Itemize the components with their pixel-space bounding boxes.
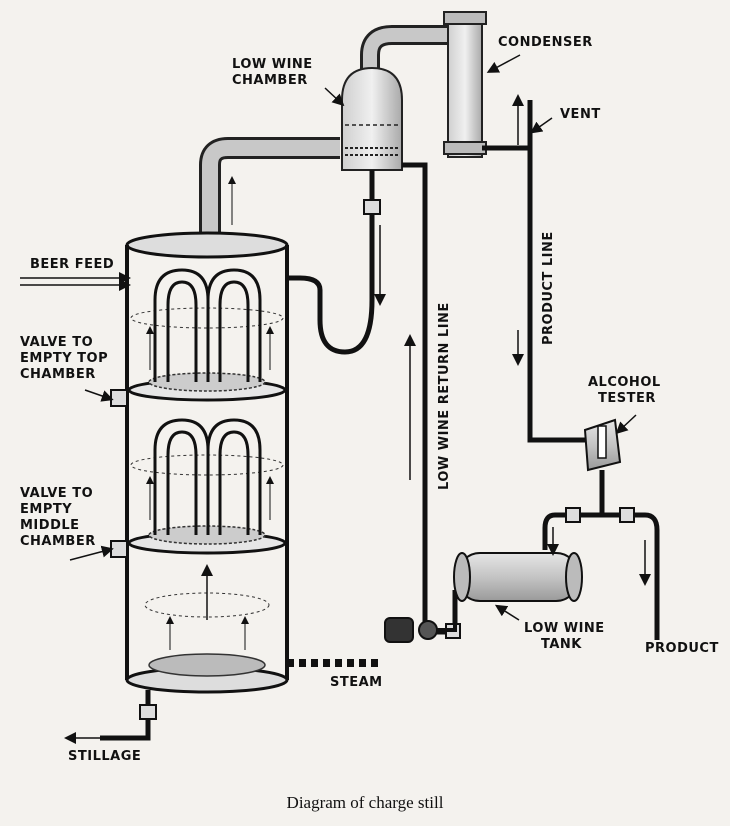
low-wine-chamber	[341, 66, 403, 171]
label-vent: VENT	[560, 107, 601, 122]
caption: Diagram of charge still	[287, 793, 444, 812]
label-low-wine-chamber-line2: CHAMBER	[232, 73, 308, 88]
label-product-line: PRODUCT LINE	[541, 231, 556, 345]
vapor-pipe	[199, 137, 340, 245]
flow-arrows	[64, 94, 651, 744]
label-stillage: STILLAGE	[68, 749, 141, 764]
label-beer-feed: BEER FEED	[30, 257, 114, 272]
product-branch-pipes	[542, 507, 660, 640]
label-condenser: CONDENSER	[498, 35, 593, 50]
label-low-wine-tank-line2: TANK	[541, 637, 582, 652]
condenser	[443, 11, 487, 158]
label-valve-top-line1: VALVE TO	[20, 335, 93, 350]
stillage-outlet	[100, 690, 157, 741]
label-valve-mid-line2: EMPTY	[20, 502, 72, 517]
label-valve-top-line3: CHAMBER	[20, 367, 96, 382]
label-product: PRODUCT	[645, 641, 719, 656]
product-line-pipe	[482, 100, 585, 443]
label-low-wine-chamber-line1: LOW WINE	[232, 57, 313, 72]
valve-middle-chamber-icon[interactable]	[110, 540, 128, 558]
pump	[384, 600, 461, 643]
still-column	[110, 176, 289, 694]
label-low-wine-return-line: LOW WINE RETURN LINE	[437, 302, 452, 490]
label-valve-mid-line1: VALVE TO	[20, 486, 93, 501]
label-valve-mid-line4: CHAMBER	[20, 534, 96, 549]
tank-valve-icon[interactable]	[565, 507, 581, 523]
alcohol-tester	[583, 418, 622, 515]
chamber-to-condenser-pipe	[360, 25, 455, 80]
label-alcohol-tester-line1: ALCOHOL	[588, 375, 661, 390]
stillage-valve-icon[interactable]	[139, 704, 157, 720]
label-low-wine-tank-line1: LOW WINE	[524, 621, 605, 636]
label-alcohol-tester-line2: TESTER	[598, 391, 656, 406]
low-wine-tank	[453, 552, 583, 602]
chamber-valve-icon[interactable]	[363, 199, 381, 215]
beer-feed-arrows	[20, 272, 131, 291]
label-valve-mid-line3: MIDDLE	[20, 518, 80, 533]
chamber-drain-pipe	[285, 170, 381, 355]
label-pointers	[69, 54, 637, 621]
product-valve-icon[interactable]	[619, 507, 635, 523]
valve-top-chamber-icon[interactable]	[110, 389, 128, 407]
label-steam: STEAM	[330, 675, 383, 690]
label-valve-top-line2: EMPTY TOP	[20, 351, 108, 366]
